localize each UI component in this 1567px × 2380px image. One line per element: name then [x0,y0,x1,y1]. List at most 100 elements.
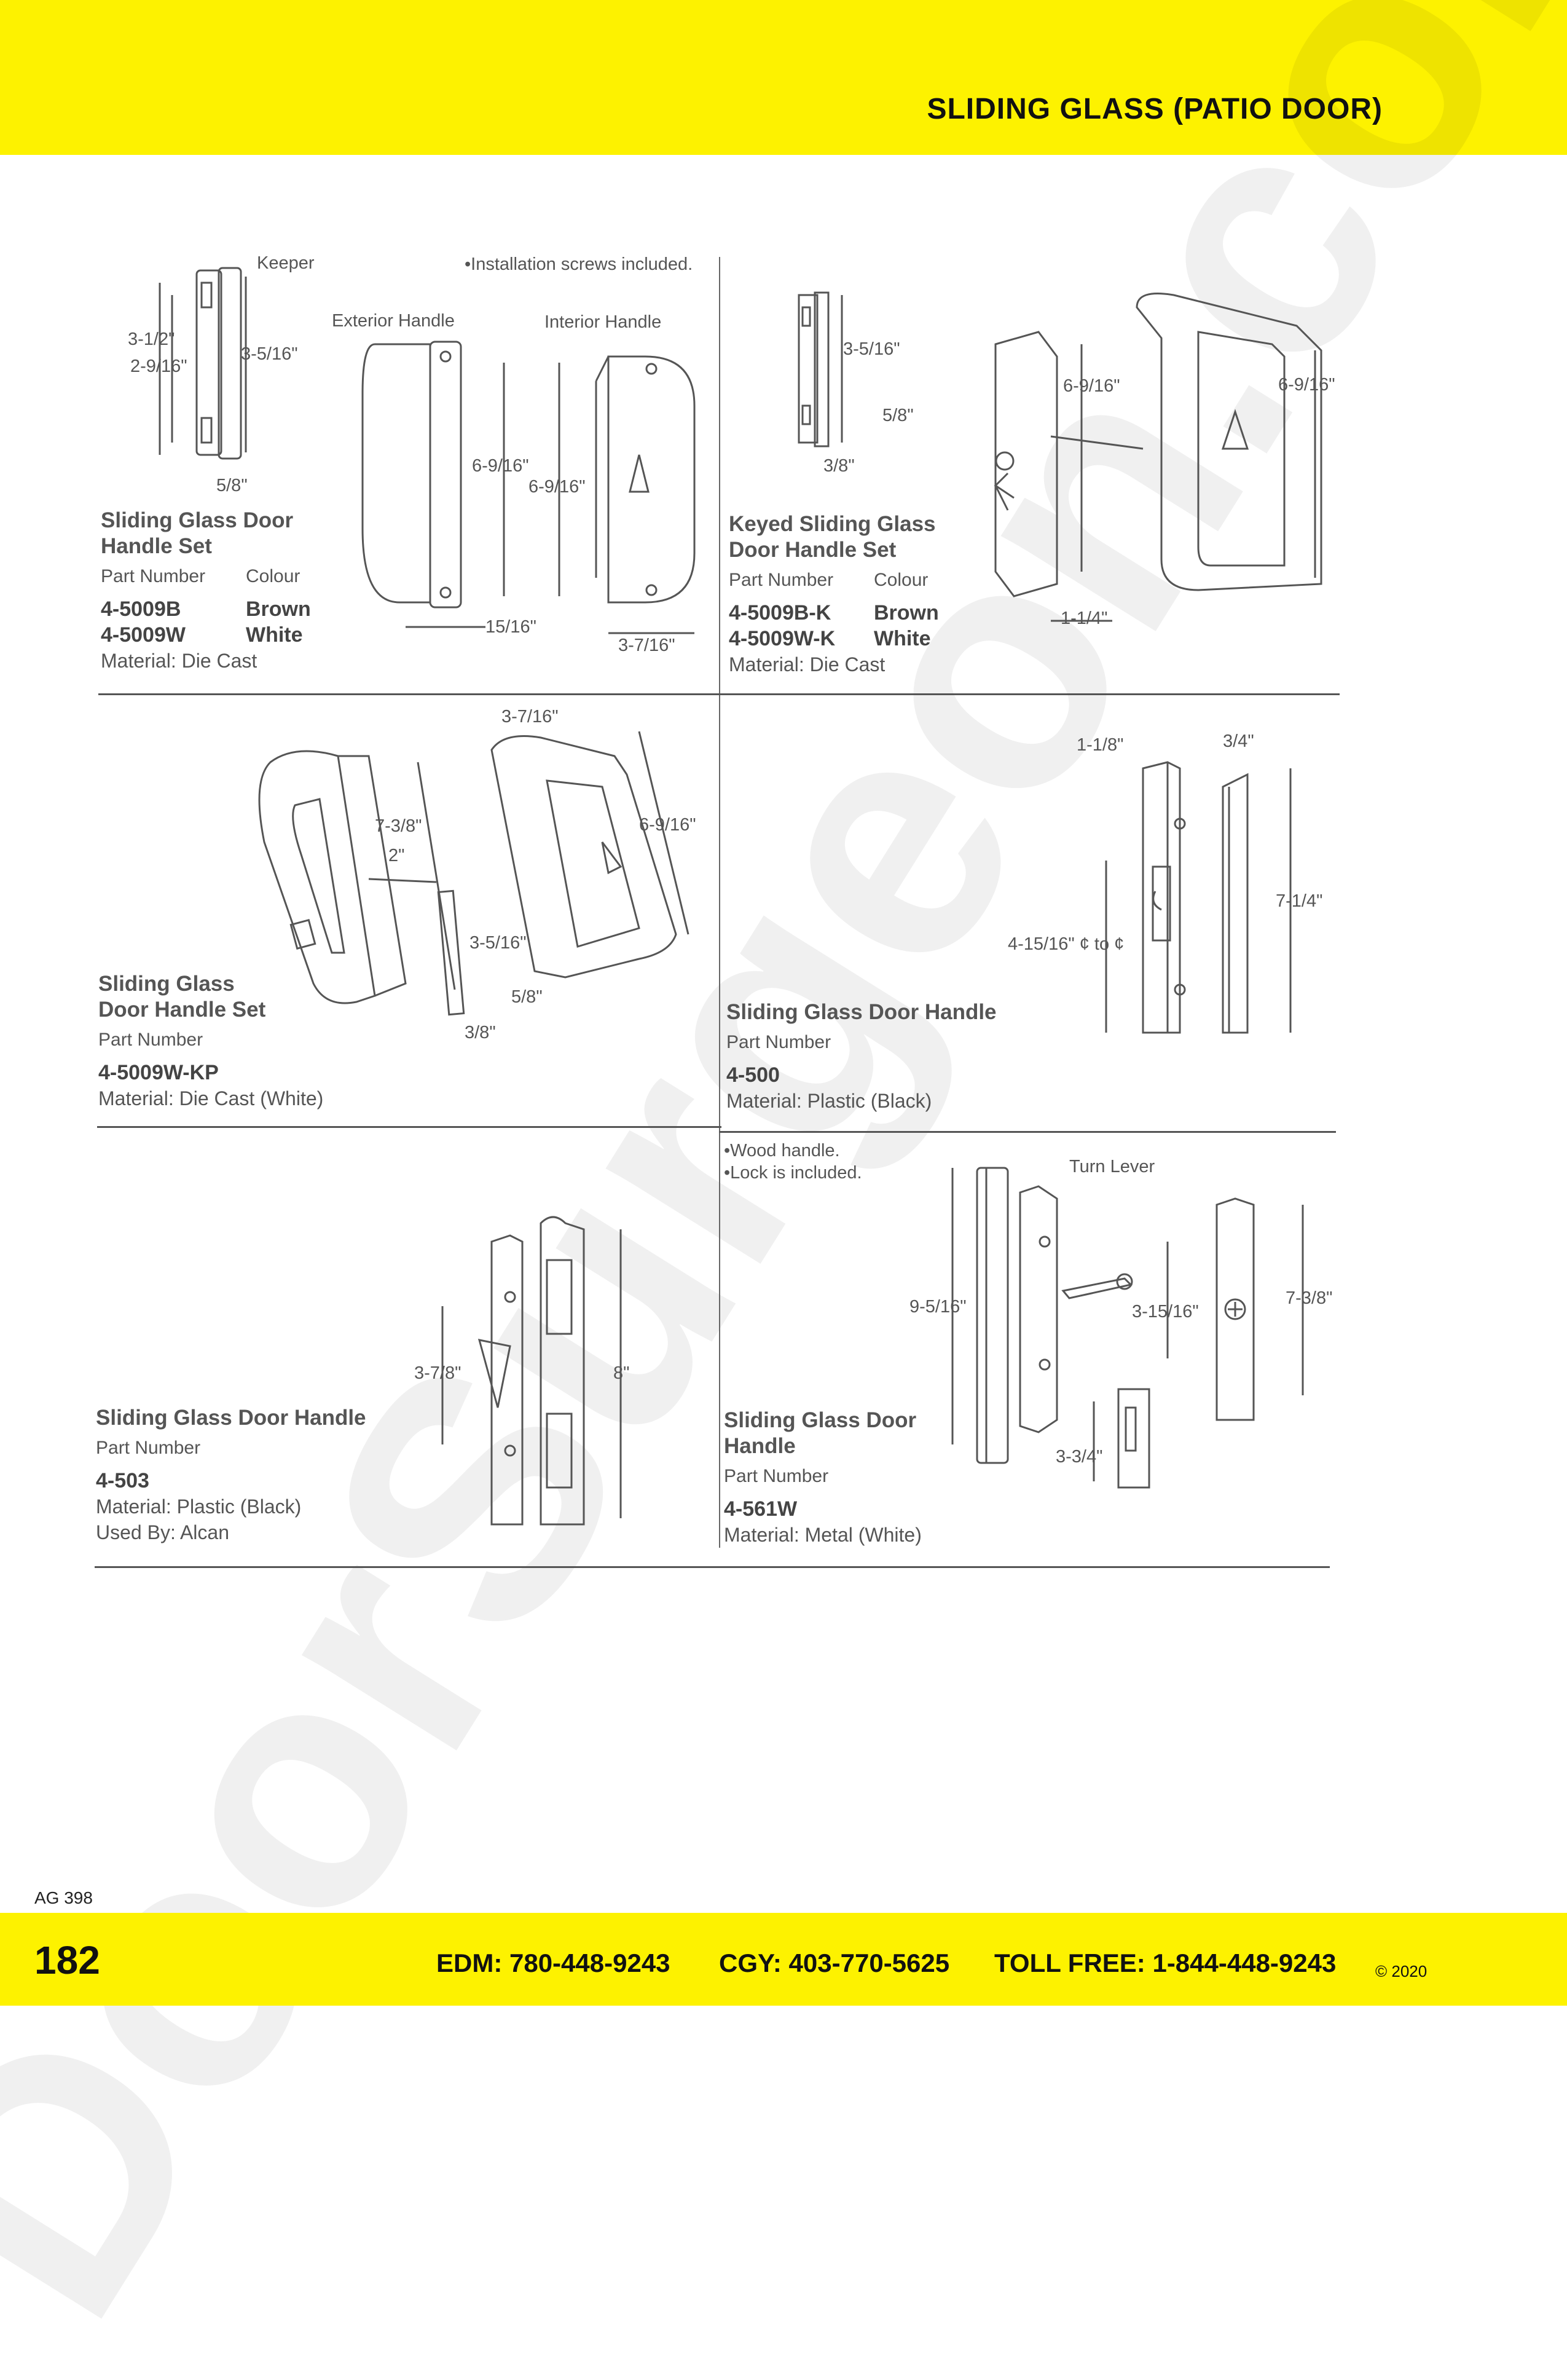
product-card: Sliding Glass Door Handle Set Part Numbe… [98,971,406,1111]
row-divider-2b [719,1131,1336,1133]
phone-toll-free[interactable]: TOLL FREE: 1-844-448-9243 [994,1949,1337,1977]
annotation: 3-5/16" [241,344,298,364]
product-title: Door Handle Set [729,538,897,562]
page-header: SLIDING GLASS (PATIO DOOR) [0,0,1567,155]
part-number: 4-5009W [101,623,186,647]
material-label: Material: [101,650,176,672]
material-value: Plastic (Black) [807,1090,932,1112]
catalog-code: AG 398 [34,1888,93,1907]
part-number: 4-5009B-K [729,601,831,625]
product-title: Sliding Glass Door Handle [96,1406,366,1430]
part-number-label: Part Number [101,566,206,586]
colour-label: Colour [246,566,300,586]
material-label: Material: [98,1087,174,1109]
material: Material: Die Cast [101,648,396,674]
product-title: Handle [724,1434,796,1458]
product-title: Sliding Glass [98,972,235,996]
annotation: 6-9/16" [639,815,696,835]
part-colour: White [246,623,303,647]
copyright: © 2020 [1375,1962,1428,1980]
phone-edmonton[interactable]: EDM: 780-448-9243 [436,1949,670,1977]
annotation: Turn Lever [1069,1157,1155,1176]
handle-4500-drawing [1105,761,1292,1034]
annotation: 3-5/16" [843,339,900,359]
material-value: Die Cast (White) [179,1087,324,1109]
material-label: Material: [96,1495,171,1518]
annotation: 2" [388,846,405,865]
annotation: Keeper [257,253,315,273]
annotation: 7-3/8" [1286,1288,1333,1308]
annotation: 3-1/2" [128,329,175,349]
annotation: 7-3/8" [375,816,422,836]
product-card: Sliding Glass Door Handle Set Part Numbe… [101,508,396,674]
colour-label: Colour [874,570,929,590]
material-value: Plastic (Black) [176,1495,302,1518]
annotation: 9-5/16" [909,1297,967,1317]
row-divider-1 [98,693,1340,695]
annotation: 3-15/16" [1132,1302,1199,1322]
part-number-label: Part Number [724,1466,829,1486]
annotation: 1-1/4" [1061,609,1108,628]
product-title: Sliding Glass Door Handle [726,1000,997,1024]
part-number: 4-561W [724,1497,798,1521]
material-label: Material: [724,1524,799,1546]
part-number: 4-5009B [101,597,181,621]
product-title: Keyed Sliding Glass [729,512,936,536]
annotation: 6-9/16" [472,456,529,476]
handle-4561w-drawing [951,1167,1304,1489]
section-title: SLIDING GLASS (PATIO DOOR) [927,93,1383,125]
product-card: Sliding Glass Door Handle Part Number 4-… [96,1405,440,1545]
annotation: 3/8" [465,1023,496,1042]
part-number: 4-500 [726,1063,780,1087]
annotation: 15/16" [485,617,536,637]
product-card: Sliding Glass Door Handle Part Number 4-… [726,999,1070,1114]
part-colour: Brown [874,601,939,625]
part-number-label: Part Number [729,570,834,590]
material-label: Material: [726,1090,802,1112]
annotation: 3/8" [823,456,855,476]
part-number-label: Part Number [96,1438,201,1458]
handle-set-drawing [159,267,696,634]
annotation: 7-1/4" [1276,891,1323,911]
annotation: 3-5/16" [469,933,527,953]
material: Material: Plastic (Black) [726,1088,1070,1114]
annotation: 5/8" [216,476,248,495]
annotation: •Wood handle. [724,1141,840,1160]
material-value: Metal (White) [804,1524,922,1546]
material: Material: Die Cast (White) [98,1086,406,1111]
material-value: Die Cast [809,653,886,676]
annotation: 4-15/16" ¢ to ¢ [1008,934,1125,954]
part-number: 4-503 [96,1469,149,1492]
annotation: 3-7/16" [501,707,559,727]
part-number: 4-5009W-K [729,627,836,650]
material-label: Material: [729,653,804,676]
material-value: Die Cast [181,650,257,672]
annotation: 1-1/8" [1077,735,1124,755]
annotation: 3/4" [1223,731,1254,751]
annotation: 3-7/16" [618,636,675,655]
annotation: 3-7/8" [414,1363,461,1383]
material: Material: Metal (White) [724,1522,1043,1548]
used-by: Used By: Alcan [96,1519,440,1545]
material: Material: Plastic (Black) [96,1494,440,1519]
part-number-label: Part Number [726,1032,831,1052]
row-divider-3 [95,1566,1330,1568]
annotation: 5/8" [882,406,914,425]
used-by-value: Alcan [179,1521,229,1543]
handle-set-kp-drawing [258,731,689,1016]
material: Material: Die Cast [729,652,1024,677]
part-number-label: Part Number [98,1030,203,1050]
phone-calgary[interactable]: CGY: 403-770-5625 [719,1949,950,1977]
used-by-label: Used By: [96,1521,176,1543]
product-title: Sliding Glass Door [724,1408,917,1432]
page-number: 182 [34,1938,100,1982]
column-divider [719,257,720,1548]
part-number: 4-5009W-KP [98,1061,219,1084]
product-card: Keyed Sliding Glass Door Handle Set Part… [729,511,1024,677]
annotation: 6-9/16" [1278,375,1335,395]
keyed-handle-set-drawing [798,291,1322,622]
annotation: •Lock is included. [724,1163,862,1183]
annotation: 6-9/16" [528,477,586,497]
row-divider-2 [97,1126,721,1128]
part-colour: Brown [246,597,311,621]
